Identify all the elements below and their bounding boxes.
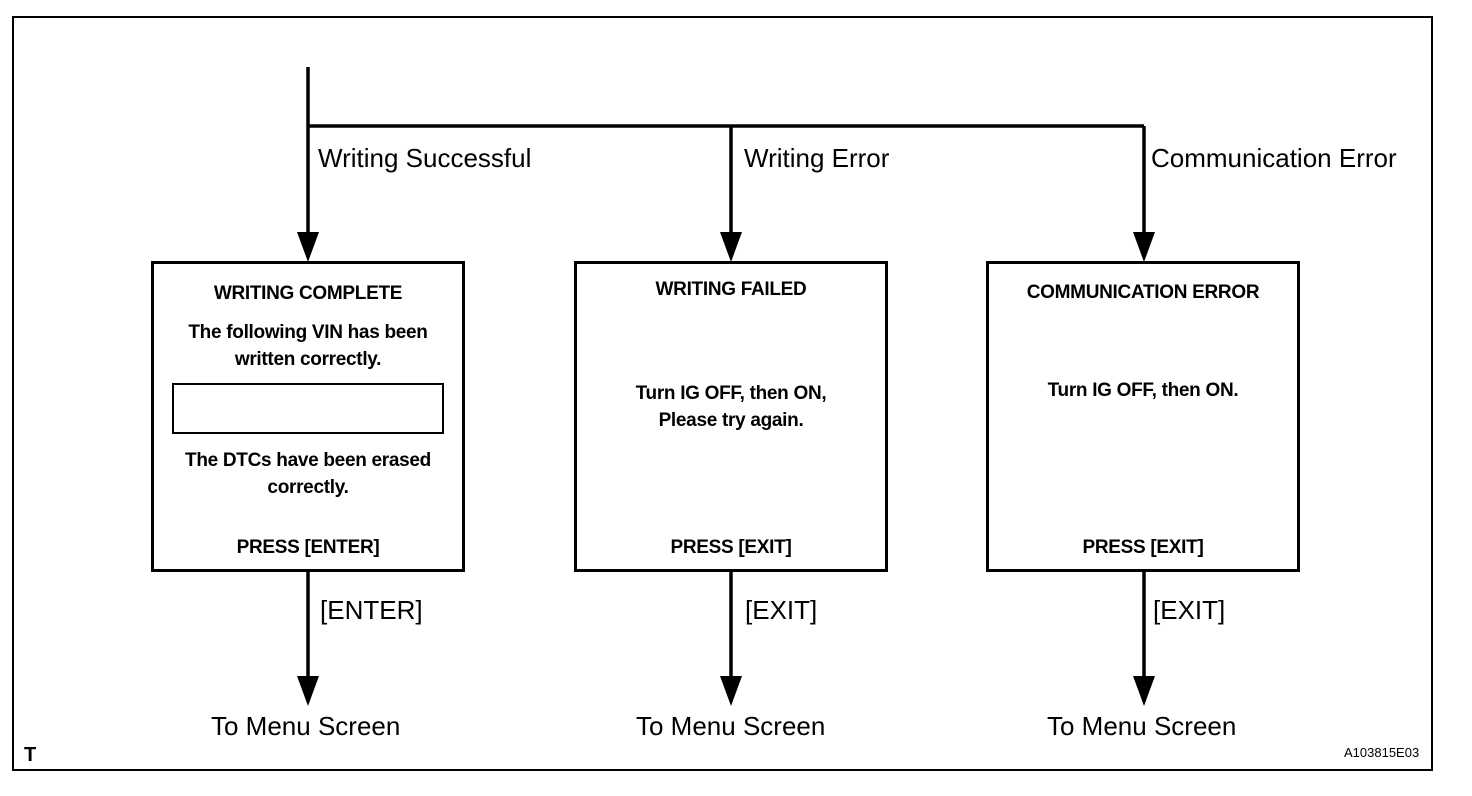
screen-message: The DTCs have been erased correctly. bbox=[185, 450, 431, 498]
arrowhead-down bbox=[720, 676, 742, 706]
screen-title: WRITING COMPLETE bbox=[213, 283, 403, 304]
arrowhead-down bbox=[297, 232, 319, 262]
branch-label-write-error: Writing Error bbox=[744, 143, 890, 173]
screen-writing-complete: WRITING COMPLETE The following VIN has b… bbox=[151, 261, 465, 572]
screen-writing-failed: WRITING FAILED Turn IG OFF, then ON, Ple… bbox=[574, 261, 888, 572]
arrowhead-down bbox=[297, 676, 319, 706]
edge-label-exit: [EXIT] bbox=[745, 595, 818, 625]
edge-label-exit: [EXIT] bbox=[1153, 595, 1226, 625]
destination-menu-screen: To Menu Screen bbox=[1047, 711, 1237, 741]
screen-message: Turn IG OFF, then ON, Please try again. bbox=[635, 383, 827, 431]
figure-frame bbox=[12, 16, 1433, 771]
screen-prompt: PRESS [EXIT] bbox=[670, 537, 792, 558]
corner-mark: T bbox=[24, 744, 37, 766]
screen-title: WRITING FAILED bbox=[655, 279, 807, 300]
figure-id: A103815E03 bbox=[1344, 745, 1420, 760]
arrowhead-down bbox=[1133, 676, 1155, 706]
destination-menu-screen: To Menu Screen bbox=[636, 711, 826, 741]
arrowhead-down bbox=[1133, 232, 1155, 262]
screen-prompt: PRESS [EXIT] bbox=[1082, 537, 1204, 558]
branch-label-success: Writing Successful bbox=[318, 143, 532, 173]
screen-prompt: PRESS [ENTER] bbox=[236, 537, 380, 558]
edge-label-enter: [ENTER] bbox=[320, 595, 423, 625]
screen-message: Turn IG OFF, then ON. bbox=[1047, 380, 1239, 401]
vin-display-box bbox=[172, 383, 444, 434]
branch-label-comm-error: Communication Error bbox=[1151, 143, 1397, 173]
screen-communication-error: COMMUNICATION ERROR Turn IG OFF, then ON… bbox=[986, 261, 1300, 572]
arrowhead-down bbox=[720, 232, 742, 262]
screen-message: The following VIN has been written corre… bbox=[188, 322, 428, 370]
destination-menu-screen: To Menu Screen bbox=[211, 711, 401, 741]
screen-title: COMMUNICATION ERROR bbox=[1026, 282, 1260, 303]
